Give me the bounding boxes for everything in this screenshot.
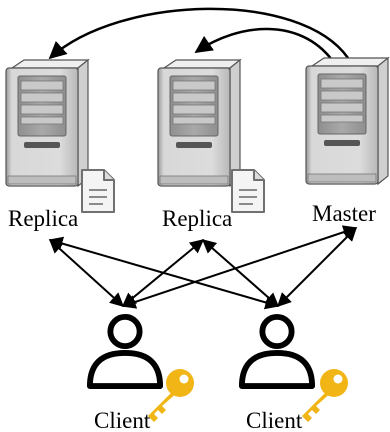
server-master: Master <box>305 57 389 226</box>
client-2-label: Client <box>246 408 303 432</box>
arrow-master-to-replica-1 <box>48 7 350 60</box>
user-icon <box>242 317 312 386</box>
arrow-client-2-replica-2 <box>201 239 280 307</box>
arrow-client-2-master <box>277 227 357 307</box>
arrow-master-to-replica-2 <box>194 27 333 61</box>
server-replica-2: Replica <box>157 59 265 231</box>
server-replica-1: Replica <box>5 59 115 231</box>
client-1-label: Client <box>94 408 151 432</box>
document-icon <box>81 169 115 213</box>
key-icon <box>148 369 194 422</box>
client-2: Client <box>242 317 348 432</box>
client-server-arrows <box>48 225 358 310</box>
server-tower-icon <box>5 59 89 187</box>
user-icon <box>90 317 160 386</box>
master-label: Master <box>312 201 376 226</box>
replica-1-label: Replica <box>8 206 78 231</box>
replication-arrows <box>48 7 350 61</box>
arrow-client-2-replica-1 <box>48 236 280 310</box>
replica-2-label: Replica <box>162 206 232 231</box>
server-tower-icon <box>157 59 241 187</box>
document-icon <box>231 169 265 213</box>
server-tower-icon <box>305 57 389 185</box>
client-1: Client <box>90 317 194 432</box>
